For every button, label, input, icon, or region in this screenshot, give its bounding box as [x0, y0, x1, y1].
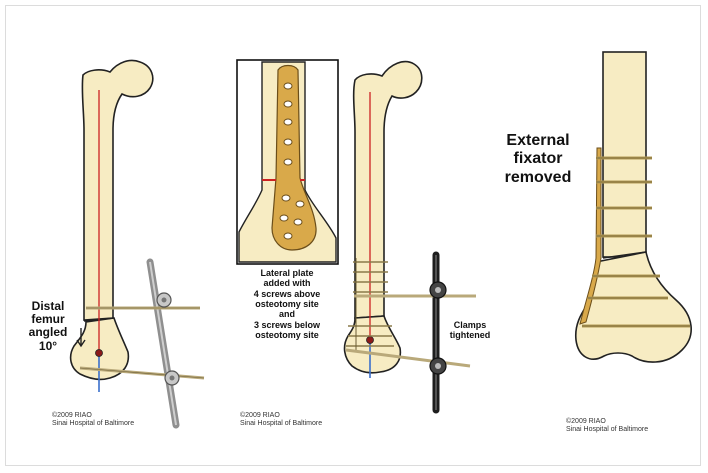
credit-panel2: ©2009 RIAO Sinai Hospital of Baltimore	[240, 412, 322, 429]
label-line: fixator	[490, 150, 586, 168]
clamp-upper-bolt	[162, 298, 167, 303]
fixator-rod-highlight	[150, 262, 176, 425]
credit-panel3: ©2009 RIAO Sinai Hospital of Baltimore	[566, 418, 648, 435]
clamp-lower-bolt	[170, 376, 175, 381]
clamps-label: Clamps tightened	[440, 320, 500, 341]
credit-panel1: ©2009 RIAO Sinai Hospital of Baltimore	[52, 412, 134, 429]
label-line: External	[490, 132, 586, 150]
pivot-point-2	[367, 337, 374, 344]
distal-femur-3	[576, 252, 691, 362]
lateral-plate-label: Lateral plate added with 4 screws above …	[230, 268, 344, 340]
credit-line: ©2009 RIAO	[240, 412, 322, 420]
credit-line: Sinai Hospital of Baltimore	[240, 420, 322, 428]
label-line: osteotomy site	[230, 330, 344, 340]
panel2-inset	[237, 60, 338, 264]
credit-line: ©2009 RIAO	[52, 412, 134, 420]
label-line: Clamps	[440, 320, 500, 330]
label-line: 10°	[20, 340, 76, 353]
label-line: angled	[20, 326, 76, 339]
credit-line: Sinai Hospital of Baltimore	[566, 426, 648, 434]
pivot-point	[96, 350, 103, 357]
panel1-femur	[71, 60, 204, 425]
credit-line: ©2009 RIAO	[566, 418, 648, 426]
label-line: and	[230, 309, 344, 319]
clamp-upper-2-bolt	[435, 287, 441, 293]
label-line: added with	[230, 278, 344, 288]
label-line: osteotomy site	[230, 299, 344, 309]
distal-femur-label: Distal femur angled 10°	[20, 300, 76, 353]
label-line: removed	[490, 169, 586, 187]
femur-shaft	[82, 60, 152, 320]
fixator-removed-label: External fixator removed	[490, 132, 586, 187]
panel3-femur	[576, 52, 691, 362]
label-line: 4 screws above	[230, 289, 344, 299]
femur-shaft-2	[354, 62, 422, 318]
label-line: 3 screws below	[230, 320, 344, 330]
distal-femur-2	[345, 316, 401, 373]
label-line: Lateral plate	[230, 268, 344, 278]
panel2-femur	[345, 62, 476, 410]
clamp-lower-2-bolt	[435, 363, 441, 369]
credit-line: Sinai Hospital of Baltimore	[52, 420, 134, 428]
label-line: tightened	[440, 330, 500, 340]
femur-shaft-3	[603, 52, 646, 257]
